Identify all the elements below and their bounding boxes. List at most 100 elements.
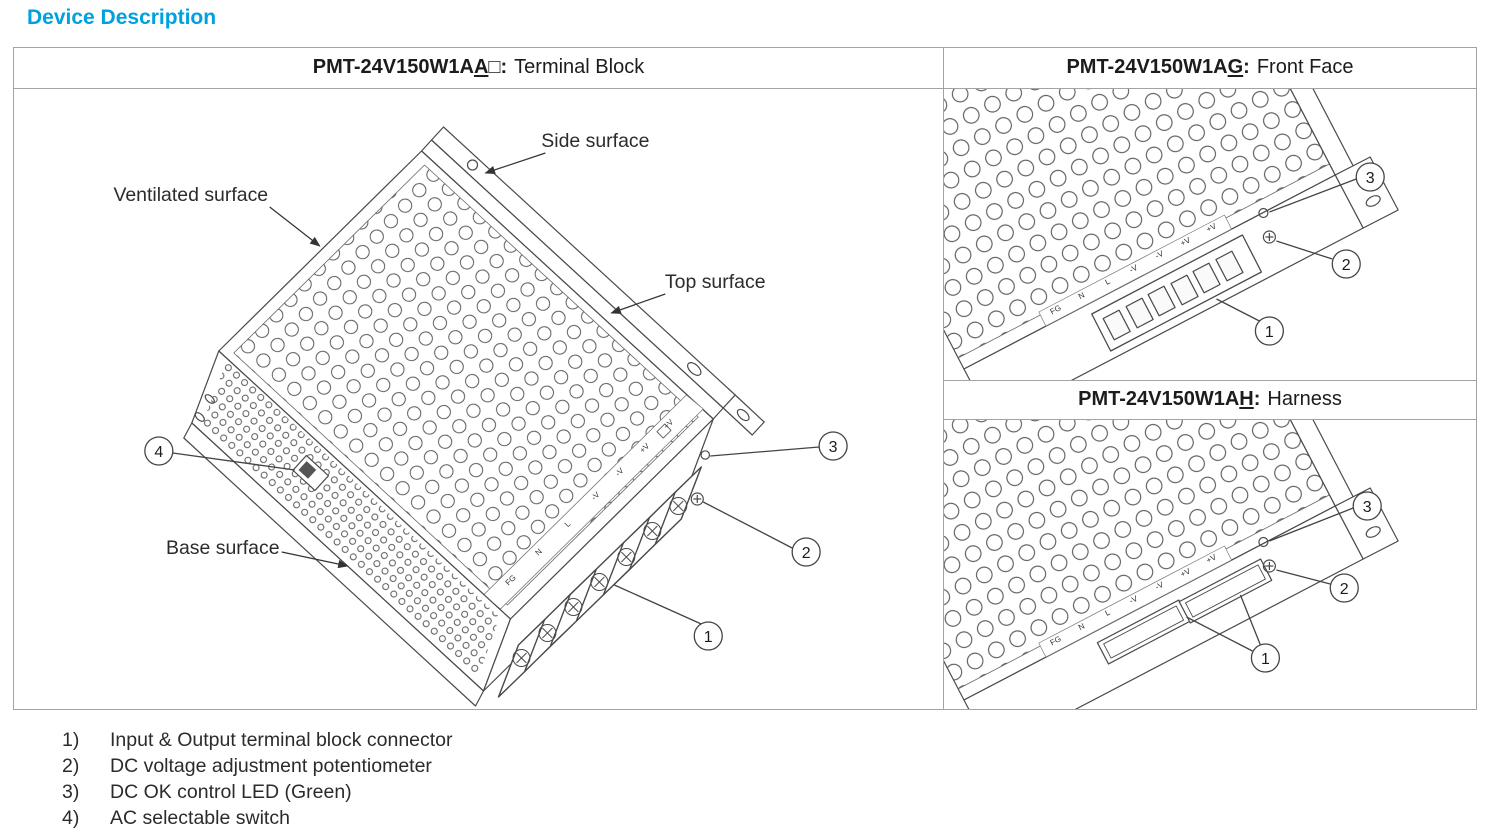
svg-text:3: 3 [1366,170,1375,187]
callouts: 4 3 2 1 [144,431,848,651]
harness-header-2 [1178,558,1273,624]
front-face-drawing-area: FG N L -V -V +V +V 3 [944,88,1476,380]
legend-number: 2) [62,755,80,777]
terminal-block-drawing-area: FG N L -V -V +V +V Side surface Ventilat… [14,88,943,709]
harness-drawing-area: FG N L -V -V +V +V 3 [944,419,1476,709]
legend-number: 4) [62,807,80,829]
terminal-block-connector [1091,234,1263,352]
mounting-ear [722,394,765,436]
dc-ok-led [1258,536,1269,547]
terminal-block-diagram: FG N L -V -V +V +V Side surface Ventilat… [113,126,848,707]
svg-text:N: N [1077,290,1086,301]
page-title: Device Description [27,6,217,29]
callout-3: 3 [710,431,848,461]
legend-label: DC voltage adjustment potentiometer [110,755,432,777]
terminal-markings: FG N L -V -V +V +V [1049,221,1219,316]
svg-text:2: 2 [1340,581,1349,598]
callout-3: 3 [1269,491,1382,542]
enclosure [183,126,765,707]
svg-text:-V: -V [1154,580,1166,592]
svg-text:1: 1 [704,629,713,646]
legend-label: DC OK control LED (Green) [110,781,352,803]
legend-label: Input & Output terminal block connector [110,729,453,751]
svg-text:1: 1 [1265,324,1274,341]
device-figure-table: PMT-24V150W1AA□: Terminal Block [13,47,1477,710]
svg-text:+V: +V [1205,221,1219,234]
callout-2: 2 [702,501,821,567]
legend-item-2: 2) DC voltage adjustment potentiometer [62,753,453,779]
terminal-block-connector [497,466,702,698]
harness-header-1 [1096,599,1191,665]
svg-text:4: 4 [154,444,163,461]
voltage-potentiometer [1262,230,1276,244]
callouts: 3 2 1 [1216,162,1385,346]
model-code: PMT-24V150W1AG: [1066,56,1250,79]
panel-header-terminal-block: PMT-24V150W1AA□: Terminal Block [14,48,943,89]
panel-header-harness: PMT-24V150W1AH: Harness [944,379,1476,420]
ear-hole [1365,525,1381,538]
model-code: PMT-24V150W1AH: [1078,388,1261,411]
svg-text:1: 1 [1261,651,1270,668]
voltage-potentiometer [1262,559,1276,573]
svg-text:L: L [1103,276,1112,286]
svg-text:2: 2 [802,545,811,562]
svg-text:3: 3 [1363,499,1372,516]
svg-text:-V: -V [1154,249,1166,261]
callout-1: 1 [1186,594,1281,673]
svg-text:-V: -V [1128,594,1140,606]
callout-3: 3 [1269,162,1385,213]
svg-text:L: L [563,519,573,529]
legend-item-4: 4) AC selectable switch [62,805,453,831]
svg-text:N: N [533,547,544,558]
panel-header-front-face: PMT-24V150W1AG: Front Face [944,48,1476,89]
flange-mounting-slot [687,361,702,376]
legend-number: 3) [62,781,80,803]
terminal-markings: FG N L -V -V +V +V [1049,552,1219,647]
legend-number: 1) [62,729,80,751]
panel-variant-name: Front Face [1256,56,1354,79]
legend-list: 1) Input & Output terminal block connect… [62,727,453,831]
surface-labels: Side surface Ventilated surface Top surf… [113,130,766,569]
legend-item-3: 3) DC OK control LED (Green) [62,779,453,805]
callout-2: 2 [1276,569,1359,603]
harness-diagram: FG N L -V -V +V +V 3 [944,419,1399,709]
right-column: PMT-24V150W1AG: Front Face [944,48,1476,709]
front-face-diagram: FG N L -V -V +V +V 3 [944,88,1399,380]
enclosure [944,88,1399,380]
callout-1: 1 [614,584,723,651]
dc-ok-led [1258,207,1269,218]
label-base-surface: Base surface [166,537,280,559]
svg-text:+V: +V [1179,566,1193,579]
svg-text:-V: -V [1128,263,1140,275]
panel-variant-name: Terminal Block [514,56,645,79]
callout-1: 1 [1216,298,1285,346]
svg-text:N: N [1077,621,1086,632]
marking-band [1038,545,1232,658]
label-ventilated-surface: Ventilated surface [113,184,268,206]
svg-text:3: 3 [829,439,838,456]
ear-hole [1365,194,1381,207]
ac-select-switch [292,454,330,491]
terminal-screws [512,496,688,667]
svg-text:+V: +V [1179,235,1193,248]
dc-ok-led [700,450,711,460]
voltage-potentiometer [690,492,704,506]
legend-label: AC selectable switch [110,807,290,829]
legend-item-1: 1) Input & Output terminal block connect… [62,727,453,753]
svg-text:L: L [1103,607,1112,617]
base-strip [183,422,485,707]
label-top-surface: Top surface [665,271,766,293]
svg-text:+V: +V [1205,552,1219,565]
label-side-surface: Side surface [541,130,649,152]
mounting-ear [1334,487,1399,560]
mounting-ear [1334,156,1399,229]
callout-2: 2 [1276,240,1361,279]
ear-slot [736,408,750,422]
panel-terminal-block: PMT-24V150W1AA□: Terminal Block [14,48,944,709]
vadj-window [656,423,672,439]
enclosure [944,419,1399,709]
marking-band [1038,214,1232,327]
panel-variant-name: Harness [1267,388,1342,411]
flange-mounting-hole [466,159,479,171]
callouts: 3 2 1 [1186,491,1382,673]
